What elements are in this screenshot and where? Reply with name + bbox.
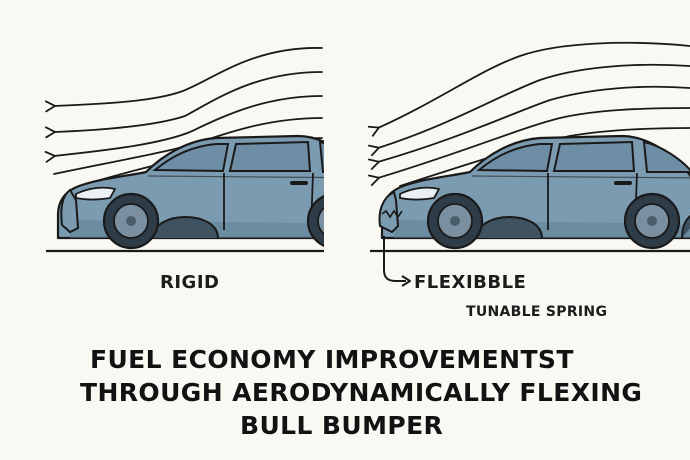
title-line-3: BULL BUMPER xyxy=(240,411,444,440)
rigid-bull-bar xyxy=(60,188,80,234)
title-line-1: FUEL ECONOMY IMPROVEMENTST xyxy=(90,345,574,374)
title-line-2: THROUGH AERODYNAMICALLY FLEXING xyxy=(80,378,643,407)
panel-flexible xyxy=(367,41,690,287)
airflow-line xyxy=(367,107,690,187)
callout-arrow xyxy=(383,236,406,282)
airflow-line xyxy=(367,41,690,137)
airflow-line xyxy=(44,71,323,139)
rear-wheel xyxy=(102,192,160,250)
airflow-line xyxy=(44,47,323,113)
airflow-line xyxy=(44,95,323,163)
car-flexible xyxy=(378,134,690,250)
spring-icon xyxy=(381,209,403,219)
label-rigid: RIGID xyxy=(160,272,220,293)
flexible-bumper xyxy=(378,190,400,234)
panel-rigid xyxy=(44,47,324,253)
airflow-line xyxy=(367,63,690,157)
label-flexible: FLEXIBBLE xyxy=(414,272,527,293)
airflow-line xyxy=(368,85,690,170)
callout-arrowhead xyxy=(401,275,411,287)
front-wheel xyxy=(306,192,324,250)
rear-wheel xyxy=(426,192,484,250)
label-tunable-spring: TUNABLE SPRING xyxy=(466,304,608,320)
front-wheel xyxy=(623,192,681,250)
car-rigid xyxy=(56,134,324,250)
